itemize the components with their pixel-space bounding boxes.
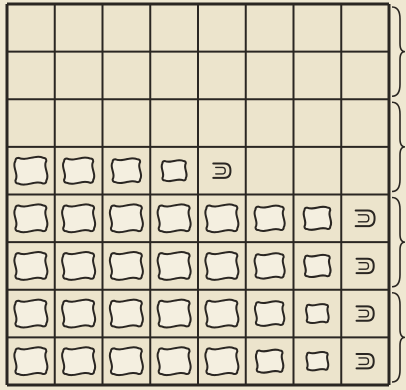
squiggle-square-shape — [14, 300, 47, 328]
squiggle-square-shape — [62, 204, 95, 232]
grid-cell-r1-c0 — [7, 52, 55, 100]
grid-cell-r1-c7 — [341, 52, 389, 100]
grid-cell-r2-c1 — [55, 99, 103, 147]
grid-cell-r1-c3 — [150, 52, 198, 100]
grid-cell-r3-c6 — [294, 147, 342, 195]
grid-cell-r2-c4 — [198, 99, 246, 147]
squiggle-square-shape — [14, 204, 47, 232]
squiggle-square-shape — [158, 347, 191, 375]
squiggle-square-shape — [306, 352, 328, 371]
squiggle-square-shape — [62, 300, 95, 328]
squiggle-square-shape — [110, 347, 143, 375]
squiggle-square-shape — [162, 160, 187, 181]
squiggle-square-shape — [14, 347, 47, 375]
grid-cell-r2-c5 — [246, 99, 294, 147]
grid-cell-r1-c6 — [294, 52, 342, 100]
squiggle-square-shape — [304, 207, 332, 230]
grid-cell-r7-c7 — [341, 337, 389, 385]
grid-cell-r1-c4 — [198, 52, 246, 100]
grid-cell-r0-c3 — [150, 4, 198, 52]
grid-cell-r0-c1 — [55, 4, 103, 52]
squiggle-square-shape — [110, 300, 143, 328]
grid-cell-r4-c7 — [341, 195, 389, 243]
grid-cell-r2-c6 — [294, 99, 342, 147]
squiggle-square-shape — [63, 158, 94, 184]
grid-cell-r6-c7 — [341, 290, 389, 338]
squiggle-square-shape — [255, 206, 285, 231]
grid-cell-r2-c0 — [7, 99, 55, 147]
grid-cell-r0-c4 — [198, 4, 246, 52]
grid-cell-r3-c4 — [198, 147, 246, 195]
grid-cell-r3-c5 — [246, 147, 294, 195]
squiggle-square-shape — [112, 158, 141, 183]
squiggle-square-shape — [205, 204, 238, 232]
grid-cell-r1-c5 — [246, 52, 294, 100]
squiggle-square-shape — [205, 347, 238, 375]
squiggle-square-shape — [110, 204, 143, 232]
squiggle-square-shape — [14, 252, 47, 280]
squiggle-square-shape — [205, 252, 238, 280]
grid-cell-r0-c6 — [294, 4, 342, 52]
grid-cell-r1-c1 — [55, 52, 103, 100]
squiggle-square-shape — [256, 350, 284, 373]
squiggle-square-shape — [14, 157, 47, 185]
grid-cell-r0-c2 — [103, 4, 151, 52]
squiggle-square-shape — [205, 300, 238, 328]
grid-cell-r0-c7 — [341, 4, 389, 52]
squiggle-square-shape — [110, 252, 143, 280]
squiggle-square-shape — [255, 301, 284, 326]
grid-cell-r2-c3 — [150, 99, 198, 147]
grid-cell-r3-c7 — [341, 147, 389, 195]
squiggle-square-shape — [62, 347, 95, 375]
squiggle-square-shape — [158, 252, 191, 280]
grid-cell-r2-c7 — [341, 99, 389, 147]
squiggle-square-shape — [62, 252, 95, 280]
grid-cell-r0-c0 — [7, 4, 55, 52]
grid-cell-r2-c2 — [103, 99, 151, 147]
squiggle-square-shape — [158, 204, 191, 232]
squiggle-square-shape — [304, 255, 330, 277]
squiggle-square-shape — [158, 300, 191, 328]
squiggle-square-shape — [306, 304, 329, 323]
grid-cell-r0-c5 — [246, 4, 294, 52]
grid-cell-r5-c7 — [341, 242, 389, 290]
squiggle-square-shape — [255, 253, 285, 278]
grid-cell-r1-c2 — [103, 52, 151, 100]
